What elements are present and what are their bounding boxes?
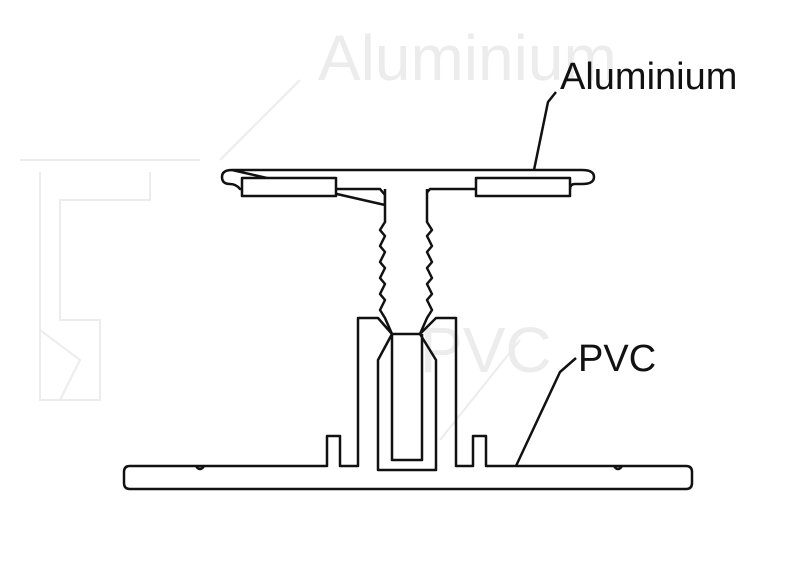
aluminium-leader-line xyxy=(532,91,557,171)
aluminium-left-flange xyxy=(240,176,338,198)
aluminium-stem xyxy=(378,189,434,336)
pvc-surface-notch-left xyxy=(194,465,206,471)
watermark-text-aluminium: Aluminium xyxy=(318,22,617,94)
watermark-text-pvc: PVC xyxy=(420,314,552,386)
pvc-inner-channel xyxy=(390,334,424,462)
pvc-profile xyxy=(122,316,694,491)
pvc-base-plate xyxy=(122,316,694,491)
pvc-label: PVC xyxy=(578,338,657,380)
watermark-drawing: Aluminium PVC xyxy=(20,22,617,441)
pvc-surface-notch-right xyxy=(612,465,624,471)
aluminium-right-flange xyxy=(474,176,572,198)
aluminium-profile xyxy=(220,168,596,336)
aluminium-label: Aluminium xyxy=(560,56,738,98)
pvc-leader-line xyxy=(514,357,577,467)
